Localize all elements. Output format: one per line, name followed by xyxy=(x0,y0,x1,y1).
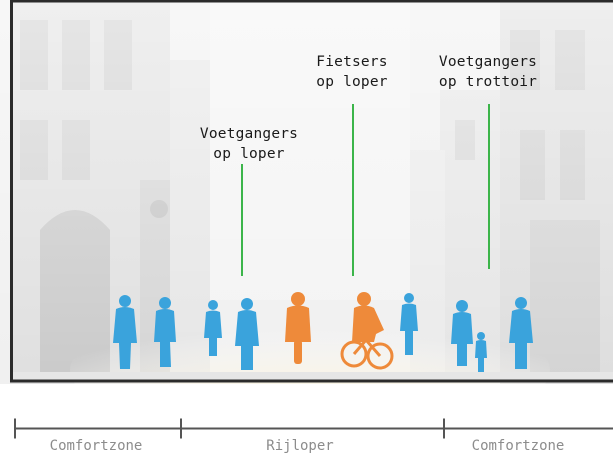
leader-line xyxy=(488,104,490,269)
leader-line xyxy=(241,164,243,276)
street-scene xyxy=(0,0,613,384)
zone-label-rijloper: Rijloper xyxy=(266,438,334,454)
pedestrians xyxy=(113,293,533,372)
callout-pedestrians-on-loper: Voetgangers op loper xyxy=(200,124,298,164)
cyclists xyxy=(285,292,394,370)
cyclist-figure xyxy=(285,292,311,364)
pedestrian-child xyxy=(475,332,487,372)
callout-pedestrians-on-sidewalk: Voetgangers op trottoir xyxy=(439,52,537,92)
pedestrian-figure xyxy=(400,293,418,355)
callout-line-2: op loper xyxy=(316,74,388,90)
pedestrian-figure xyxy=(154,297,176,367)
cyclist-figure xyxy=(340,292,394,370)
pedestrian-figure xyxy=(113,295,137,369)
street-illustration xyxy=(0,0,613,384)
pedestrian-figure xyxy=(451,300,473,366)
zone-label-comfortzone-right: Comfortzone xyxy=(471,438,565,454)
callout-line-2: op loper xyxy=(213,146,285,162)
callout-line-1: Voetgangers xyxy=(199,126,299,142)
pedestrian-figure xyxy=(235,298,259,370)
pedestrian-figure xyxy=(509,297,533,369)
zone-label-comfortzone-left: Comfortzone xyxy=(49,438,143,454)
leader-line xyxy=(352,104,354,276)
callout-line-2: op trottoir xyxy=(438,74,538,90)
zone-scale xyxy=(14,418,613,439)
callout-cyclists-on-loper: Fietsers op loper xyxy=(316,52,387,92)
callout-line-1: Fietsers xyxy=(316,54,388,70)
callout-line-1: Voetgangers xyxy=(438,54,538,70)
pedestrian-figure xyxy=(204,300,222,356)
